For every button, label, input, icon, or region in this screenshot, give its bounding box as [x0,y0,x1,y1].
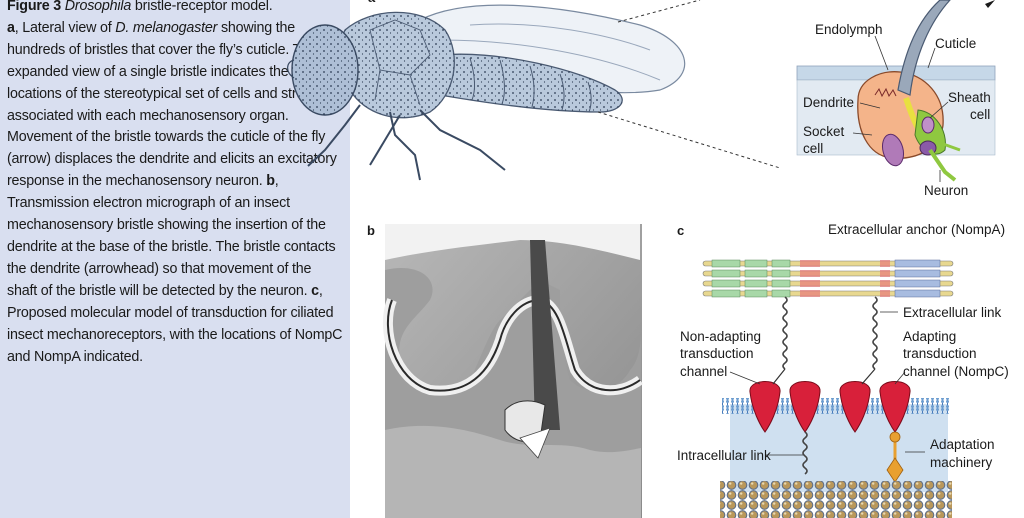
extracellular-anchor [702,259,954,298]
label-adapting-1: Adapting [903,329,956,344]
label-cuticle: Cuticle [935,36,976,51]
caption-a-letter: a [7,19,15,36]
caption-a-text: , Lateral view of [14,19,116,36]
label-nonadapting-1: Non-adapting [680,329,761,344]
caption-panel: Figure 3 Drosophila bristle-receptor mod… [0,0,350,518]
label-socket-2: cell [803,141,823,156]
figure-caption: Figure 3 Drosophila bristle-receptor mod… [7,0,345,368]
caption-a-text-2: showing the hundreds of bristles that co… [7,19,342,190]
label-nonadapting-3: channel [680,364,727,379]
panel-b-letter: b [367,223,375,238]
label-adaptation-1: Adaptation [930,437,995,452]
label-socket-1: Socket [803,124,845,139]
adaptation-machinery-shape [886,431,904,484]
caption-b-text: , Transmission electron micrograph of an… [7,173,336,299]
caption-c-letter: c [311,282,319,299]
intracellular-link [802,431,808,475]
fly-illustration [287,0,781,181]
caption-b-letter: b [266,173,275,190]
model-labels: Extracellular anchor (NompA) Extracellul… [677,222,1009,470]
cytoskeleton [720,481,952,518]
caption-c-text: , Proposed molecular model of transducti… [7,282,343,365]
bristle-labels: Endolymph Cuticle Dendrite Sheath cell S… [803,22,991,198]
bristle-diagram [796,0,996,182]
molecular-model [702,259,954,518]
fly-legs [307,104,506,181]
label-adapting-3: channel (NompC) [903,364,1009,379]
label-extracellular-link: Extracellular link [903,305,1002,320]
label-adapting-2: transduction [903,346,977,361]
label-dendrite: Dendrite [803,95,854,110]
caption-title: bristle-receptor model. [131,0,273,14]
electron-micrograph [383,224,643,518]
label-sheath-1: Sheath [948,90,991,105]
panel-a-letter: a [368,0,376,5]
label-nonadapting-2: transduction [680,346,754,361]
label-neuron: Neuron [924,183,968,198]
transduction-channels [749,381,911,433]
caption-figure-number: Figure 3 [7,0,62,14]
label-sheath-2: cell [970,107,990,122]
label-adaptation-2: machinery [930,455,993,470]
bristle-shaft [897,0,951,96]
arrowhead-marker [519,427,551,459]
label-endolymph: Endolymph [815,22,883,37]
extracellular-link-left [782,296,788,370]
label-intracellular-link: Intracellular link [677,448,771,463]
extracellular-link-right [872,296,878,370]
label-extracellular-anchor: Extracellular anchor (NompA) [828,222,1005,237]
caption-genus: Drosophila [64,0,132,14]
caption-species: D. melanogaster [115,19,218,36]
panel-c-letter: c [677,223,684,238]
